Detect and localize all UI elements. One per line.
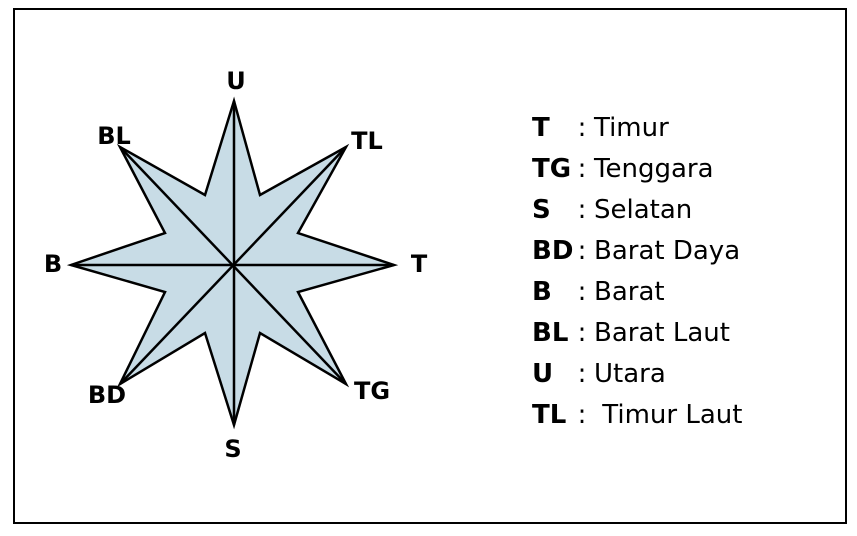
legend-direction-name: Utara <box>594 359 666 389</box>
label-west: B <box>44 250 62 278</box>
legend-abbreviation: BD <box>532 236 574 266</box>
label-southeast: TG <box>354 377 390 405</box>
label-northwest: BL <box>97 122 131 150</box>
legend-direction-name: Timur <box>594 113 669 143</box>
legend-colon: : <box>577 236 587 266</box>
legend-abbreviation: U <box>532 359 554 389</box>
legend-direction-name: Selatan <box>594 195 693 225</box>
legend-item: TG:Tenggara <box>532 149 742 190</box>
label-south: S <box>224 435 241 463</box>
legend-direction-name: Barat Daya <box>594 236 741 266</box>
legend-item: S:Selatan <box>532 190 742 231</box>
legend-abbreviation: S <box>532 195 551 225</box>
legend-abbreviation: BL <box>532 318 569 348</box>
label-northeast: TL <box>351 127 383 155</box>
legend-colon: : <box>577 277 587 307</box>
label-southwest: BD <box>88 381 126 409</box>
legend-item: B:Barat <box>532 272 742 313</box>
direction-legend: T:Timur TG:Tenggara S:Selatan BD:Barat D… <box>532 108 742 436</box>
spoke-ne-sw <box>119 146 347 385</box>
legend-colon: : <box>577 113 587 143</box>
legend-colon: : <box>577 195 587 225</box>
legend-direction-name: Barat Laut <box>594 318 730 348</box>
label-east: T <box>411 250 428 278</box>
legend-colon: : <box>577 359 587 389</box>
legend-item: TL: Timur Laut <box>532 395 742 436</box>
legend-item: T:Timur <box>532 108 742 149</box>
legend-direction-name: Barat <box>594 277 665 307</box>
legend-colon: : <box>577 400 587 430</box>
legend-colon: : <box>577 318 587 348</box>
compass-spokes <box>71 101 394 425</box>
legend-abbreviation: TG <box>532 154 572 184</box>
legend-abbreviation: B <box>532 277 552 307</box>
legend-item: BD:Barat Daya <box>532 231 742 272</box>
legend-abbreviation: TL <box>532 400 567 430</box>
legend-item: BL:Barat Laut <box>532 313 742 354</box>
legend-item: U:Utara <box>532 354 742 395</box>
label-north: U <box>226 67 246 95</box>
legend-abbreviation: T <box>532 113 550 143</box>
legend-direction-name: Timur Laut <box>594 400 743 430</box>
legend-colon: : <box>577 154 587 184</box>
legend-direction-name: Tenggara <box>594 154 714 184</box>
